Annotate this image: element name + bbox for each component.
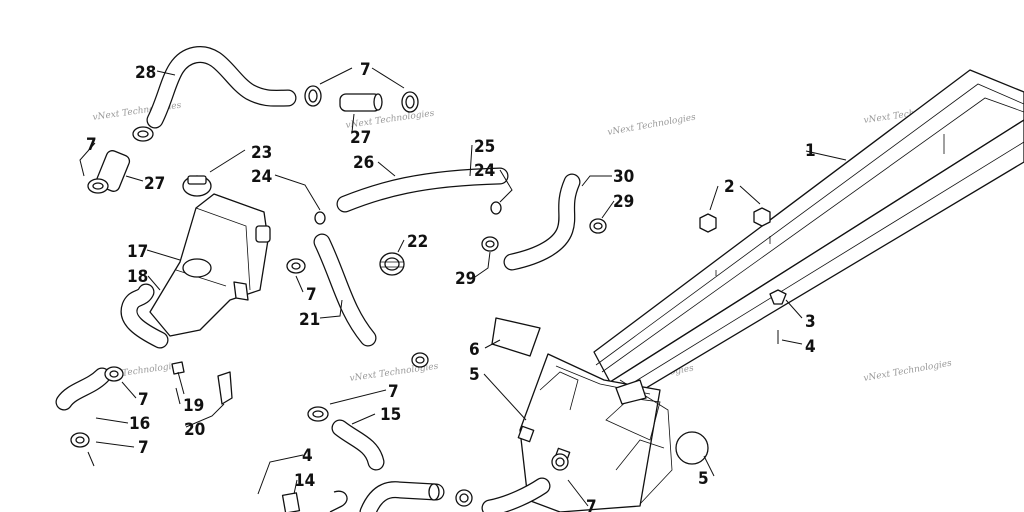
- callout-4: 4: [805, 337, 816, 357]
- callout-29: 29: [613, 192, 634, 212]
- coolant-bottle: [149, 175, 271, 337]
- callout-7: 7: [138, 390, 149, 410]
- washer: [769, 289, 787, 305]
- callout-16: 16: [129, 414, 150, 434]
- callout-7: 7: [306, 285, 317, 305]
- bolt-head: [171, 361, 185, 375]
- callout-24: 24: [474, 161, 495, 181]
- callout-7: 7: [388, 382, 399, 402]
- insulation-pad: [491, 317, 541, 357]
- small-hardware: [171, 207, 787, 512]
- callout-3: 3: [805, 312, 816, 332]
- callout-20: 20: [184, 420, 205, 440]
- callout-7: 7: [586, 497, 597, 512]
- fitting: [281, 492, 301, 512]
- callout-15: 15: [380, 405, 401, 425]
- hoses: [55, 46, 581, 512]
- callout-30: 30: [613, 167, 634, 187]
- grommet: [753, 207, 771, 227]
- watermark: vNext Technologies: [607, 113, 697, 138]
- callout-7: 7: [86, 135, 97, 155]
- hose-clamps: [70, 85, 607, 507]
- callout-6: 6: [469, 340, 480, 360]
- clip: [329, 490, 348, 512]
- grommet: [699, 213, 717, 233]
- callout-28: 28: [135, 63, 156, 83]
- callout-5: 5: [469, 365, 480, 385]
- callout-14: 14: [294, 471, 315, 491]
- callout-labels: 1 2 3 4 4 5 5 6 7 7 7 7 7 7 7 14 15 16 1…: [86, 60, 816, 512]
- callout-29: 29: [455, 269, 476, 289]
- callout-26: 26: [353, 153, 374, 173]
- callout-2: 2: [724, 177, 735, 197]
- callout-25: 25: [474, 137, 495, 157]
- callout-18: 18: [127, 267, 148, 287]
- leader-lines: [79, 67, 847, 507]
- watermark: vNext Technologies: [863, 359, 953, 384]
- callout-27: 27: [144, 174, 165, 194]
- callout-27: 27: [350, 128, 371, 148]
- bracket: [217, 371, 233, 405]
- callout-5: 5: [698, 469, 709, 489]
- heat-sensor: [675, 431, 709, 465]
- callout-7: 7: [138, 438, 149, 458]
- callout-21: 21: [299, 310, 320, 330]
- bolt-shank: [177, 371, 185, 395]
- callout-23: 23: [251, 143, 272, 163]
- callout-22: 22: [407, 232, 428, 252]
- heat-exchanger-rails: [593, 69, 1024, 401]
- callout-17: 17: [127, 242, 148, 262]
- callout-4: 4: [302, 446, 313, 466]
- callout-1: 1: [805, 141, 816, 161]
- callout-24: 24: [251, 167, 272, 187]
- callout-19: 19: [183, 396, 204, 416]
- callout-7: 7: [360, 60, 371, 80]
- mount-bracket: [615, 379, 647, 405]
